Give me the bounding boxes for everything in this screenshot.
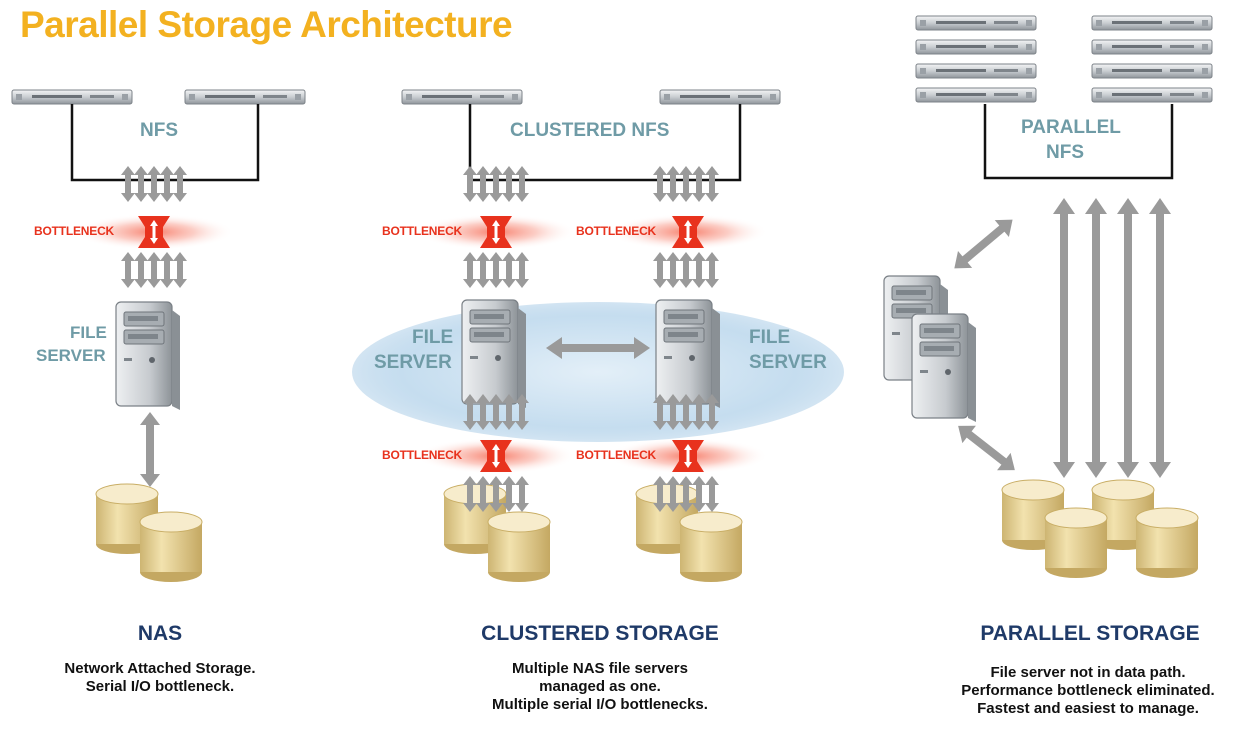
io-arrows (121, 166, 187, 202)
io-arrows (653, 394, 719, 430)
bottleneck-label: BOTTLENECK (34, 224, 114, 238)
clustered-column (352, 89, 844, 583)
file-server-icon (115, 301, 181, 411)
parallel-data-arrows (1053, 198, 1171, 478)
storage-disk-icon (679, 511, 743, 583)
bottleneck-label: BOTTLENECK (382, 224, 462, 238)
rack-server-icon (401, 89, 523, 105)
io-arrows (653, 166, 719, 202)
parallel-column (883, 15, 1213, 579)
io-arrows (653, 252, 719, 288)
rack-server-icon (1091, 87, 1213, 103)
nas-caption-title: NAS (137, 622, 183, 645)
parallel-nfs-label-line1: PARALLEL (1021, 117, 1121, 138)
storage-disk-icon (1135, 507, 1199, 579)
server-storage-arrow (140, 412, 160, 487)
file-label: FILE (749, 327, 791, 348)
io-arrows (463, 166, 529, 202)
page-title: Parallel Storage Architecture (20, 4, 513, 45)
rack-server-icon (1091, 39, 1213, 55)
io-arrows (121, 252, 187, 288)
nas-caption-line: Network Attached Storage. (64, 660, 256, 677)
clustered-caption-title: CLUSTERED STORAGE (481, 622, 719, 645)
file-label: FILE (412, 327, 454, 348)
clustered-nfs-label: CLUSTERED NFS (510, 120, 670, 141)
parallel-caption-line: Fastest and easiest to manage. (977, 700, 1199, 717)
io-arrows (463, 252, 529, 288)
nas-caption-line: Serial I/O bottleneck. (85, 678, 235, 695)
server-label: SERVER (36, 346, 106, 365)
rack-server-icon (184, 89, 306, 105)
rack-server-icon (1091, 63, 1213, 79)
metadata-server-icon (911, 313, 977, 423)
rack-server-icon (915, 87, 1037, 103)
storage-disk-icon (487, 511, 551, 583)
io-arrows (463, 476, 529, 512)
bottleneck-label: BOTTLENECK (576, 224, 656, 238)
parallel-nfs-label-line2: NFS (1046, 142, 1084, 163)
file-label: FILE (70, 323, 107, 342)
io-arrows (653, 476, 719, 512)
bottleneck-label: BOTTLENECK (576, 448, 656, 462)
storage-disk-icon (139, 511, 203, 583)
clustered-caption-line: Multiple NAS file servers (512, 660, 688, 677)
parallel-caption-title: PARALLEL STORAGE (980, 622, 1200, 645)
rack-server-icon (915, 15, 1037, 31)
file-server-icon (655, 299, 721, 409)
metadata-arrow (954, 219, 1013, 269)
nas-column (11, 89, 306, 583)
server-label: SERVER (749, 352, 827, 373)
clustered-nfs-bus-line (468, 104, 742, 182)
clustered-caption-line: Multiple serial I/O bottlenecks. (492, 696, 708, 713)
parallel-nfs-bus-line (983, 104, 1174, 180)
storage-disk-icon (1044, 507, 1108, 579)
rack-server-icon (11, 89, 133, 105)
rack-server-icon (1091, 15, 1213, 31)
server-label: SERVER (374, 352, 452, 373)
rack-server-icon (915, 63, 1037, 79)
parallel-caption-line: File server not in data path. (990, 664, 1186, 681)
rack-server-icon (915, 39, 1037, 55)
io-arrows (463, 394, 529, 430)
file-server-icon (461, 299, 527, 409)
clustered-caption-line: managed as one. (539, 678, 661, 695)
parallel-caption-line: Performance bottleneck eliminated. (961, 682, 1215, 699)
metadata-arrow (958, 425, 1015, 471)
server-sync-arrow (546, 337, 650, 359)
rack-server-icon (659, 89, 781, 105)
nfs-label: NFS (140, 120, 178, 141)
bottleneck-label: BOTTLENECK (382, 448, 462, 462)
